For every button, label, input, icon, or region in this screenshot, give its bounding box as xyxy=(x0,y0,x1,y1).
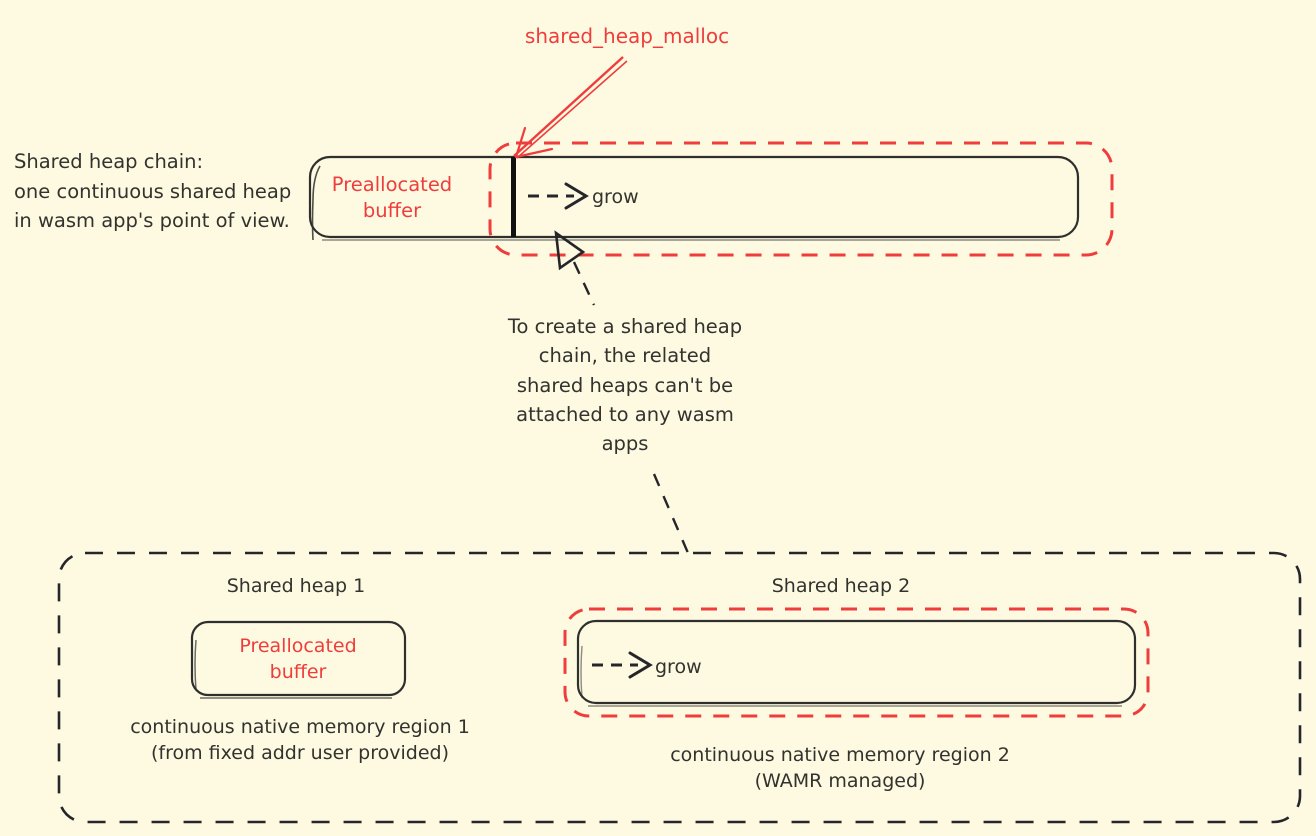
heap2-box-sketch-stroke xyxy=(580,645,1122,707)
heap2-grow-arrowhead-icon xyxy=(628,651,653,679)
heap2-shared-heap-bar xyxy=(576,619,1137,705)
shared-heap-chain-caption: Shared heap chain: one continuous shared… xyxy=(14,150,292,233)
shared-heap-malloc-arrow-2 xyxy=(516,60,628,159)
shared-heap-1-title: Shared heap 1 xyxy=(226,575,366,597)
note-leader-arrowhead-icon xyxy=(554,230,586,271)
shared-heap-malloc-arrow xyxy=(513,56,624,157)
heap2-region-caption: continuous native memory region 2 (WAMR … xyxy=(670,744,1010,793)
heap2-red-dashed-region xyxy=(563,607,1150,718)
native-memory-regions-container xyxy=(57,551,1302,824)
shared-heap-malloc-label: shared_heap_malloc xyxy=(524,24,730,48)
top-bar-sketch-stroke xyxy=(311,165,321,241)
top-grow-label: grow xyxy=(592,186,639,208)
shared-heap-chain-note: To create a shared heap chain, the relat… xyxy=(507,315,743,455)
shared-heap-2-title: Shared heap 2 xyxy=(771,575,911,597)
heap2-grow-label: grow xyxy=(655,656,702,678)
heap1-region-caption: continuous native memory region 1 (from … xyxy=(130,716,470,765)
heap1-box-sketch-stroke xyxy=(194,639,392,699)
top-shared-heap-bar xyxy=(308,155,1080,239)
top-grow-arrowhead-icon xyxy=(564,182,589,210)
note-leader-dashed-line xyxy=(572,261,596,306)
heap1-preallocated-buffer-box xyxy=(190,620,407,697)
top-red-dashed-region xyxy=(488,141,1114,257)
note-to-region-dashed-line xyxy=(652,473,690,554)
heap1-preallocated-buffer-label: Preallocated buffer xyxy=(239,635,357,683)
shared-heap-malloc-arrowhead xyxy=(514,126,554,159)
top-preallocated-buffer-label: Preallocated buffer xyxy=(331,173,453,222)
